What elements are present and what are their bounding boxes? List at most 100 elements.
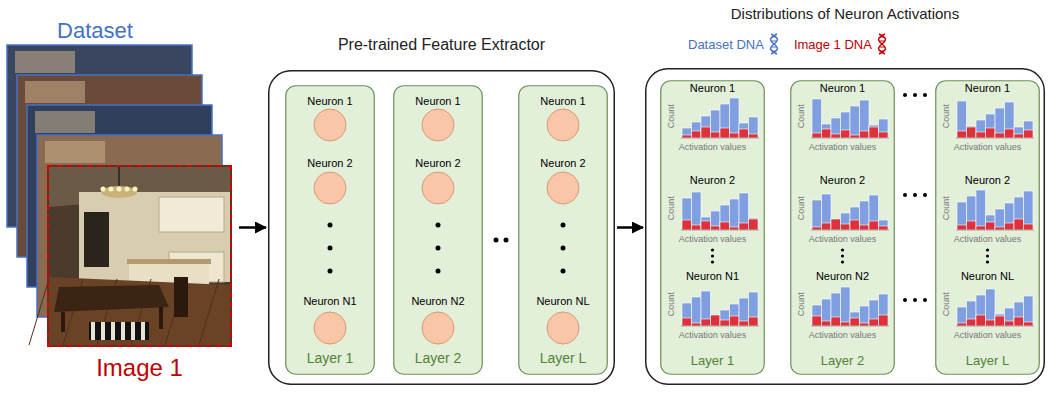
rug-stripe [131,322,135,340]
histogram-axis [956,326,1034,327]
image-label: Image 1 [47,354,232,382]
axis-label: Activation values [790,234,895,244]
axis-label: Activation values [935,234,1040,244]
image-bar [692,131,702,138]
layer-label: Layer 2 [393,350,483,366]
axis-label: Count [666,282,676,326]
dataset-bar [730,304,740,326]
dataset-bar [692,192,702,230]
axis-label: Activation values [935,330,1040,340]
image-bar [692,323,702,326]
image-bar [1014,219,1024,230]
box-title: Pre-trained Feature Extractor [268,36,615,54]
dataset-bar [749,117,759,138]
image-bar [841,130,851,138]
dataset-bar [749,292,759,326]
layer-label: Layer L [518,350,608,366]
light-bulb [101,187,106,192]
dataset-bar [995,209,1005,230]
dataset-bar [682,303,692,326]
legend-text: Image 1 DNA [794,37,872,52]
axis-label: Activation values [935,142,1040,152]
light-bulb [133,187,138,192]
dataset-bar [711,211,721,230]
neuron-label: Neuron NL [935,270,1040,283]
ellipsis-dot [841,248,844,251]
rug-stripe [101,322,105,340]
ellipsis-dot [561,223,566,228]
neuron-label: Neuron 1 [518,95,608,108]
distribution-column: Neuron 1CountActivation valuesNeuron 2Co… [935,80,1040,375]
dataset-bar [739,123,749,138]
ellipsis-dot [913,298,917,302]
layer-drawing [393,85,483,375]
dna-strand [770,34,777,54]
image-bar [976,315,986,326]
histogram-axis [681,138,759,139]
image-bar [1005,321,1015,326]
image-bar [879,226,889,230]
image-bar [976,132,986,138]
dataset-bar [850,312,860,326]
floor-plank [199,279,219,345]
distribution-box: Distributions of Neuron ActivationsNeuro… [645,68,1045,385]
image-bar [831,219,841,230]
image-bar [730,316,740,326]
photo-ground [49,167,230,345]
neuron-label: Neuron 1 [285,95,375,108]
dataset-bar [822,124,832,138]
extractor-box: Pre-trained Feature ExtractorNeuron 1Neu… [268,70,615,385]
image-bar [860,225,870,230]
table-leg [159,307,163,329]
image-bar [711,315,721,326]
image-bar [986,222,996,230]
dataset-bar [1014,302,1024,326]
neuron-circle [422,312,454,344]
dataset-bar [976,190,986,230]
image-bar [822,129,832,138]
neuron-circle [547,172,579,204]
distribution-column: Neuron 1CountActivation valuesNeuron 2Co… [660,80,765,375]
dataset-bar [976,295,986,326]
dataset-bar [986,289,996,326]
image-bar [967,221,977,230]
axis-label: Count [941,282,951,326]
dataset-bar [822,299,832,326]
ellipsis-dot [328,246,333,251]
dataset-bar [850,106,860,138]
ellipsis-dot [436,223,441,228]
ellipsis-dot [436,246,441,251]
image-bar [850,318,860,326]
ellipsis-dot [328,223,333,228]
dataset-bar [1005,102,1015,138]
dataset-bar [701,116,711,138]
ellipsis-dot [913,193,917,197]
kitchen-photo [49,167,230,345]
legend-text: Dataset DNA [688,37,764,52]
neuron-label: Neuron 1 [393,95,483,108]
neuron-circle [547,109,579,141]
image-bar [1014,317,1024,326]
dataset-bar [1024,121,1034,138]
counter-top [127,259,211,264]
image-bar [869,319,879,326]
ellipsis-dot [913,93,917,97]
table-leg [61,312,65,332]
ellipsis-dot [711,248,714,251]
image-bar [692,225,702,230]
neuron-label: Neuron 2 [790,174,895,187]
image-bar [850,220,860,230]
dna-rung [771,51,776,52]
histogram-axis [811,138,889,139]
dataset-bar [730,98,740,138]
dna-rung [771,41,776,42]
distribution-column: Neuron 1CountActivation valuesNeuron 2Co… [790,80,895,375]
neuron-label: Neuron 2 [393,157,483,170]
layer-label: Layer 2 [790,354,895,369]
image-bar [995,227,1005,230]
doorway [84,212,109,267]
image-bar [711,132,721,138]
ellipsis-dot [903,93,907,97]
light-bulb [125,187,130,192]
neuron-circle [422,172,454,204]
